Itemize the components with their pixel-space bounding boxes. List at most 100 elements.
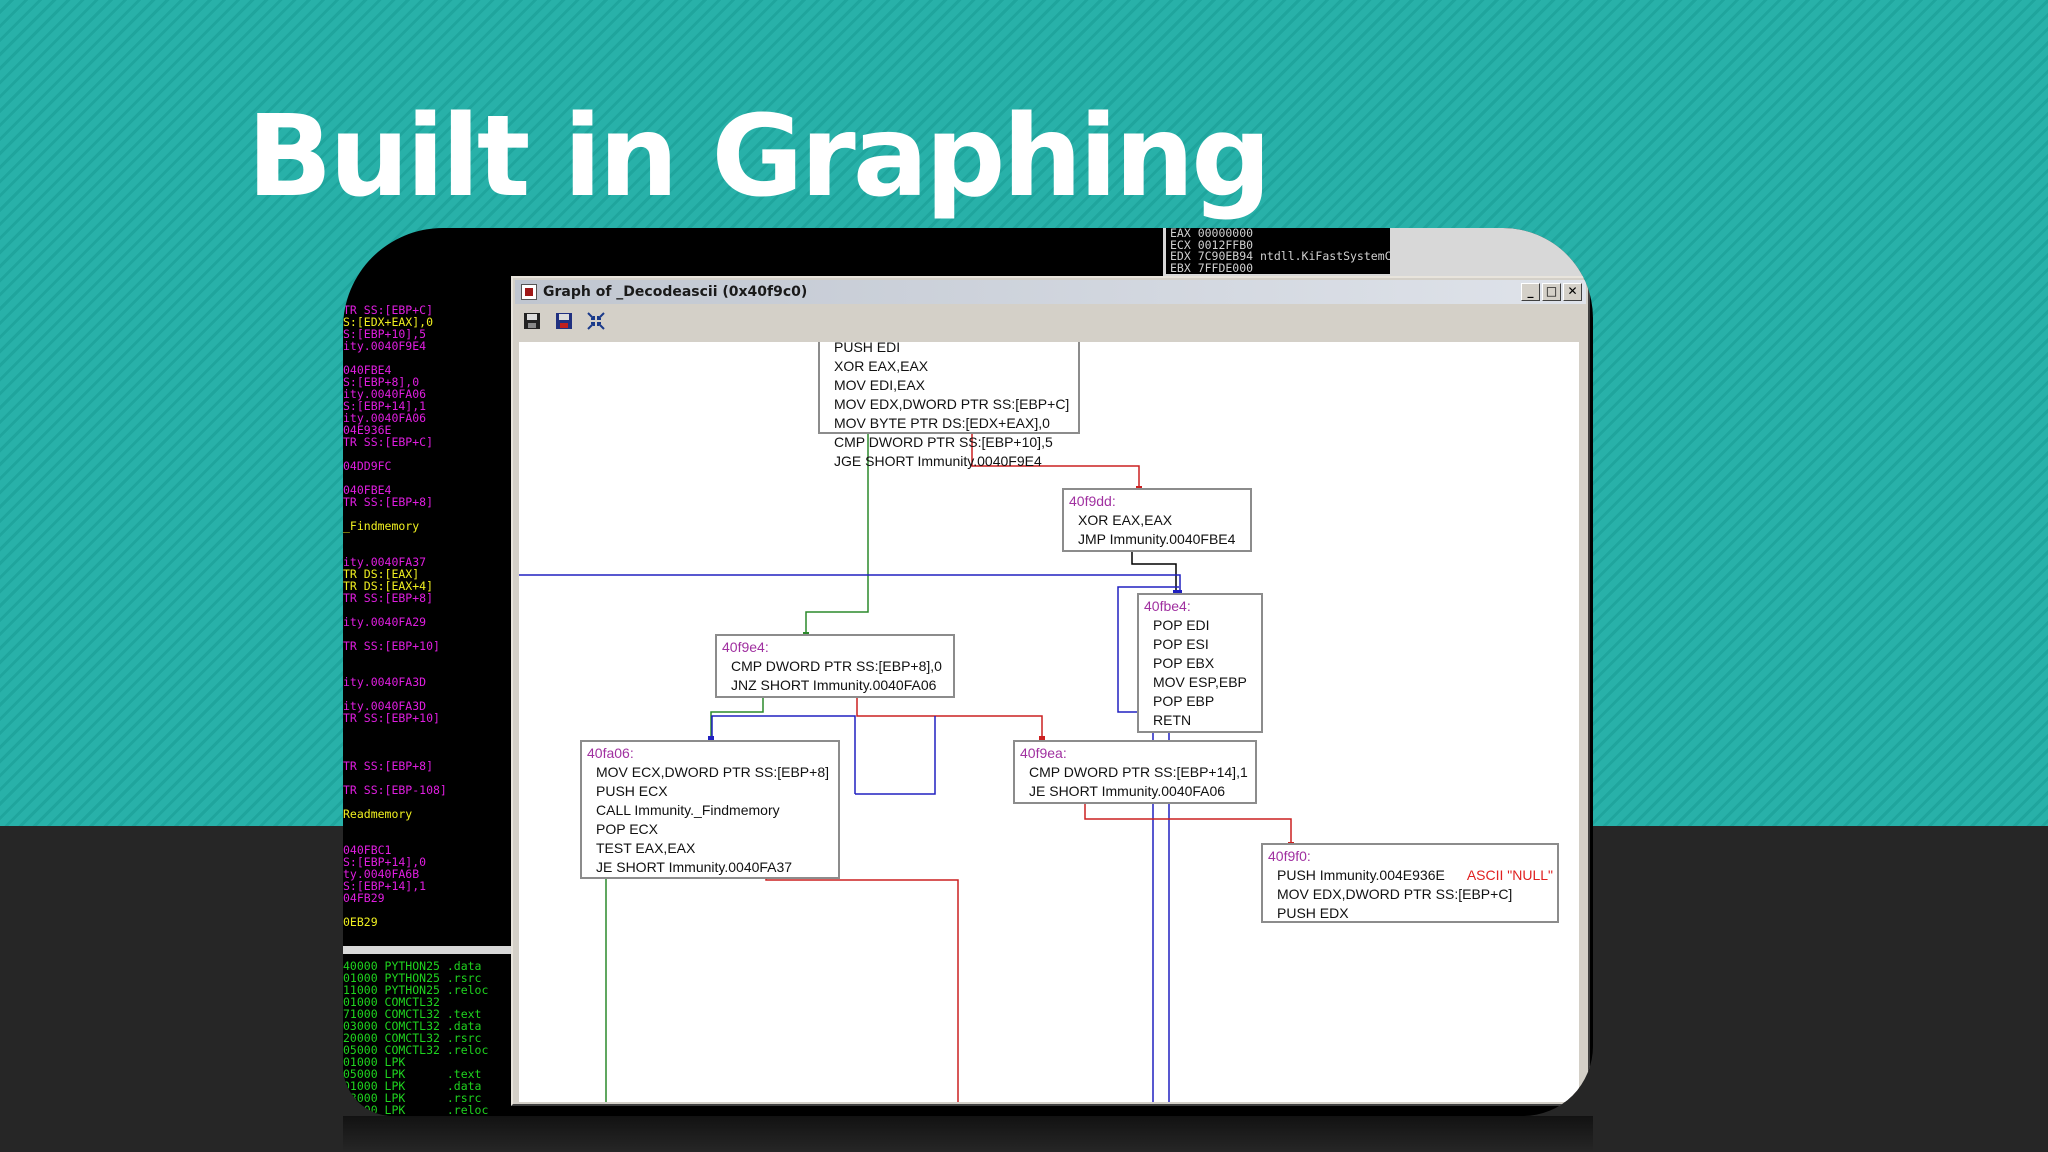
instruction-line[interactable]: MOV ESP,EBP	[1153, 674, 1247, 690]
disassembly-line[interactable]: 040FBC1	[343, 843, 392, 857]
instruction-line[interactable]: MOV EDI,EAX	[834, 377, 926, 393]
instruction-line[interactable]: TEST EAX,EAX	[596, 840, 696, 856]
memory-map-row[interactable]: 01000 PYTHON25 .rsrc	[343, 971, 482, 985]
disassembly-line[interactable]: _Findmemory	[343, 519, 420, 533]
register-row[interactable]: EBX 7FFDE000	[1170, 260, 1254, 274]
memory-map-row[interactable]: 03000 COMCTL32 .data	[343, 1019, 482, 1033]
instruction-line[interactable]: JMP Immunity.0040FBE4	[1078, 531, 1236, 547]
disassembly-line[interactable]: ity.0040FA3D	[343, 699, 427, 713]
disassembly-line[interactable]: S:[EBP+10],5	[343, 327, 427, 341]
disassembly-line[interactable]: ity.0040FA06	[343, 411, 427, 425]
instruction-line[interactable]: MOV EDX,DWORD PTR SS:[EBP+C]	[834, 396, 1070, 412]
instruction-line[interactable]: XOR EAX,EAX	[1078, 512, 1173, 528]
disassembly-line[interactable]: TR DS:[EAX]	[343, 567, 420, 581]
instruction-line[interactable]: POP ECX	[596, 821, 658, 837]
instruction-line[interactable]: CMP DWORD PTR SS:[EBP+14],1	[1029, 764, 1248, 780]
graph-node-entry[interactable]: PUSH EDI XOR EAX,EAX MOV EDI,EAX MOV EDX,DW…	[818, 342, 1080, 469]
instruction-line[interactable]: JE SHORT Immunity.0040FA37	[596, 859, 793, 875]
disassembly-line[interactable]: TR SS:[EBP+8]	[343, 495, 434, 509]
disassembly-line[interactable]: 0EB29	[343, 915, 378, 929]
disassembly-line[interactable]: ty.0040FA6B	[343, 867, 420, 881]
disassembly-line[interactable]: TR SS:[EBP-108]	[343, 783, 447, 797]
disassembly-line[interactable]: S:[EBP+14],1	[343, 399, 427, 413]
memory-map-row[interactable]: 03000 LPK .rsrc	[343, 1091, 482, 1105]
register-row[interactable]: ECX 0012FFB0	[1170, 237, 1254, 252]
instruction-line[interactable]: CMP DWORD PTR SS:[EBP+8],0	[731, 658, 942, 674]
graph-canvas[interactable]: PUSH EDI XOR EAX,EAX MOV EDI,EAX MOV EDX,DW…	[519, 342, 1579, 1102]
disassembly-line[interactable]: TR SS:[EBP+C]	[343, 303, 434, 317]
instruction-comment: ASCII "NULL"	[1466, 867, 1554, 883]
disassembly-line[interactable]	[343, 532, 511, 544]
instruction-line[interactable]: CALL Immunity._Findmemory	[596, 802, 780, 818]
disassembly-line[interactable]: 04E936E	[343, 423, 392, 437]
disassembly-line[interactable]: S:[EBP+14],1	[343, 879, 427, 893]
instruction-line[interactable]: POP EBP	[1153, 693, 1215, 709]
maximize-button[interactable]: □	[1542, 283, 1561, 301]
instruction-line[interactable]: MOV EDX,DWORD PTR SS:[EBP+C]	[1277, 886, 1513, 902]
instruction-line[interactable]: MOV ECX,DWORD PTR SS:[EBP+8]	[596, 764, 829, 780]
memory-map-row[interactable]: 20000 COMCTL32 .rsrc	[343, 1031, 482, 1045]
disassembly-line[interactable]: TR SS:[EBP+8]	[343, 759, 434, 773]
instruction-line[interactable]: POP EBX	[1153, 655, 1215, 671]
disassembly-line[interactable]: TR SS:[EBP+10]	[343, 711, 440, 725]
memory-map-row[interactable]: 01000 COMCTL32	[343, 995, 440, 1009]
instruction-line[interactable]: POP ESI	[1153, 636, 1209, 652]
disassembly-line[interactable]: S:[EDX+EAX],0	[343, 315, 434, 329]
disassembly-line[interactable]: S:[EBP+14],0	[343, 855, 427, 869]
graph-node-40fa06[interactable]: 40fa06:MOV ECX,DWORD PTR SS:[EBP+8]PUSH …	[580, 740, 840, 879]
disassembly-line[interactable]	[343, 652, 511, 664]
instruction-line[interactable]: XOR EAX,EAX	[834, 358, 929, 374]
disassembly-line[interactable]: 040FBE4	[343, 483, 392, 497]
instruction-line[interactable]: CMP DWORD PTR SS:[EBP+10],5	[834, 434, 1053, 450]
disassembly-line[interactable]: TR SS:[EBP+C]	[343, 435, 434, 449]
disassembly-line[interactable]: ity.0040F9E4	[343, 339, 427, 353]
disassembly-line[interactable]: ity.0040FA29	[343, 615, 427, 629]
instruction-line[interactable]: MOV BYTE PTR DS:[EDX+EAX],0	[834, 415, 1050, 431]
instruction-line[interactable]: PUSH EDX	[1277, 905, 1349, 921]
memory-map-row[interactable]: 10000 LPK .reloc	[343, 1103, 489, 1116]
disassembly-line[interactable]: 040FBE4	[343, 363, 392, 377]
save-as-icon[interactable]	[553, 310, 575, 332]
memory-map-row[interactable]: 11000 PYTHON25 .reloc	[343, 983, 489, 997]
disassembly-line[interactable]: TR SS:[EBP+8]	[343, 591, 434, 605]
instruction-line[interactable]: PUSH ECX	[596, 783, 668, 799]
disassembly-line[interactable]: ity.0040FA06	[343, 387, 427, 401]
disassembly-line[interactable]: 04DD9FC	[343, 459, 392, 473]
instruction-line[interactable]: RETN	[1153, 712, 1192, 728]
memory-map-row[interactable]: 05000 LPK .text	[343, 1067, 482, 1081]
graph-window-titlebar[interactable]: Graph of _Decodeascii (0x40f9c0) _ □ ✕	[515, 280, 1586, 304]
instruction-line[interactable]: POP EDI	[1153, 617, 1210, 633]
disassembly-line[interactable]	[343, 736, 511, 748]
instruction-line[interactable]: JNZ SHORT Immunity.0040FA06	[731, 677, 937, 693]
disassembly-line[interactable]: TR DS:[EAX+4]	[343, 579, 434, 593]
disassembly-line[interactable]: Readmemory	[343, 807, 413, 821]
register-row[interactable]: EAX 00000000	[1170, 228, 1254, 240]
fit-graph-icon[interactable]	[585, 310, 607, 332]
disassembly-line[interactable]: S:[EBP+8],0	[343, 375, 420, 389]
disassembly-line[interactable]: ity.0040FA37	[343, 555, 427, 569]
register-row[interactable]: EDX 7C90EB94 ntdll.KiFastSystemCal	[1170, 249, 1390, 263]
close-button[interactable]: ✕	[1563, 283, 1582, 301]
disassembly-line[interactable]	[343, 724, 511, 736]
graph-toolbar	[515, 306, 1586, 336]
memory-map-row[interactable]: 05000 COMCTL32 .reloc	[343, 1043, 489, 1057]
disassembly-line[interactable]: ity.0040FA3D	[343, 675, 427, 689]
disassembly-line[interactable]: TR SS:[EBP+10]	[343, 639, 440, 653]
memory-map-row[interactable]: 01000 LPK	[343, 1055, 406, 1069]
memory-map-row[interactable]: 40000 PYTHON25 .data	[343, 959, 482, 973]
disassembly-line[interactable]	[343, 820, 511, 832]
save-icon[interactable]	[521, 310, 543, 332]
memory-map-row[interactable]: 71000 COMCTL32 .text	[343, 1007, 482, 1021]
instruction-line[interactable]: JGE SHORT Immunity.0040F9E4	[834, 453, 1042, 469]
instruction-line[interactable]: PUSH EDI	[834, 342, 901, 355]
disassembly-line[interactable]: 04FB29	[343, 891, 385, 905]
memory-map-row[interactable]: 01000 LPK .data	[343, 1079, 482, 1093]
instruction-line[interactable]: JE SHORT Immunity.0040FA06	[1029, 783, 1226, 799]
minimize-button[interactable]: _	[1521, 283, 1540, 301]
